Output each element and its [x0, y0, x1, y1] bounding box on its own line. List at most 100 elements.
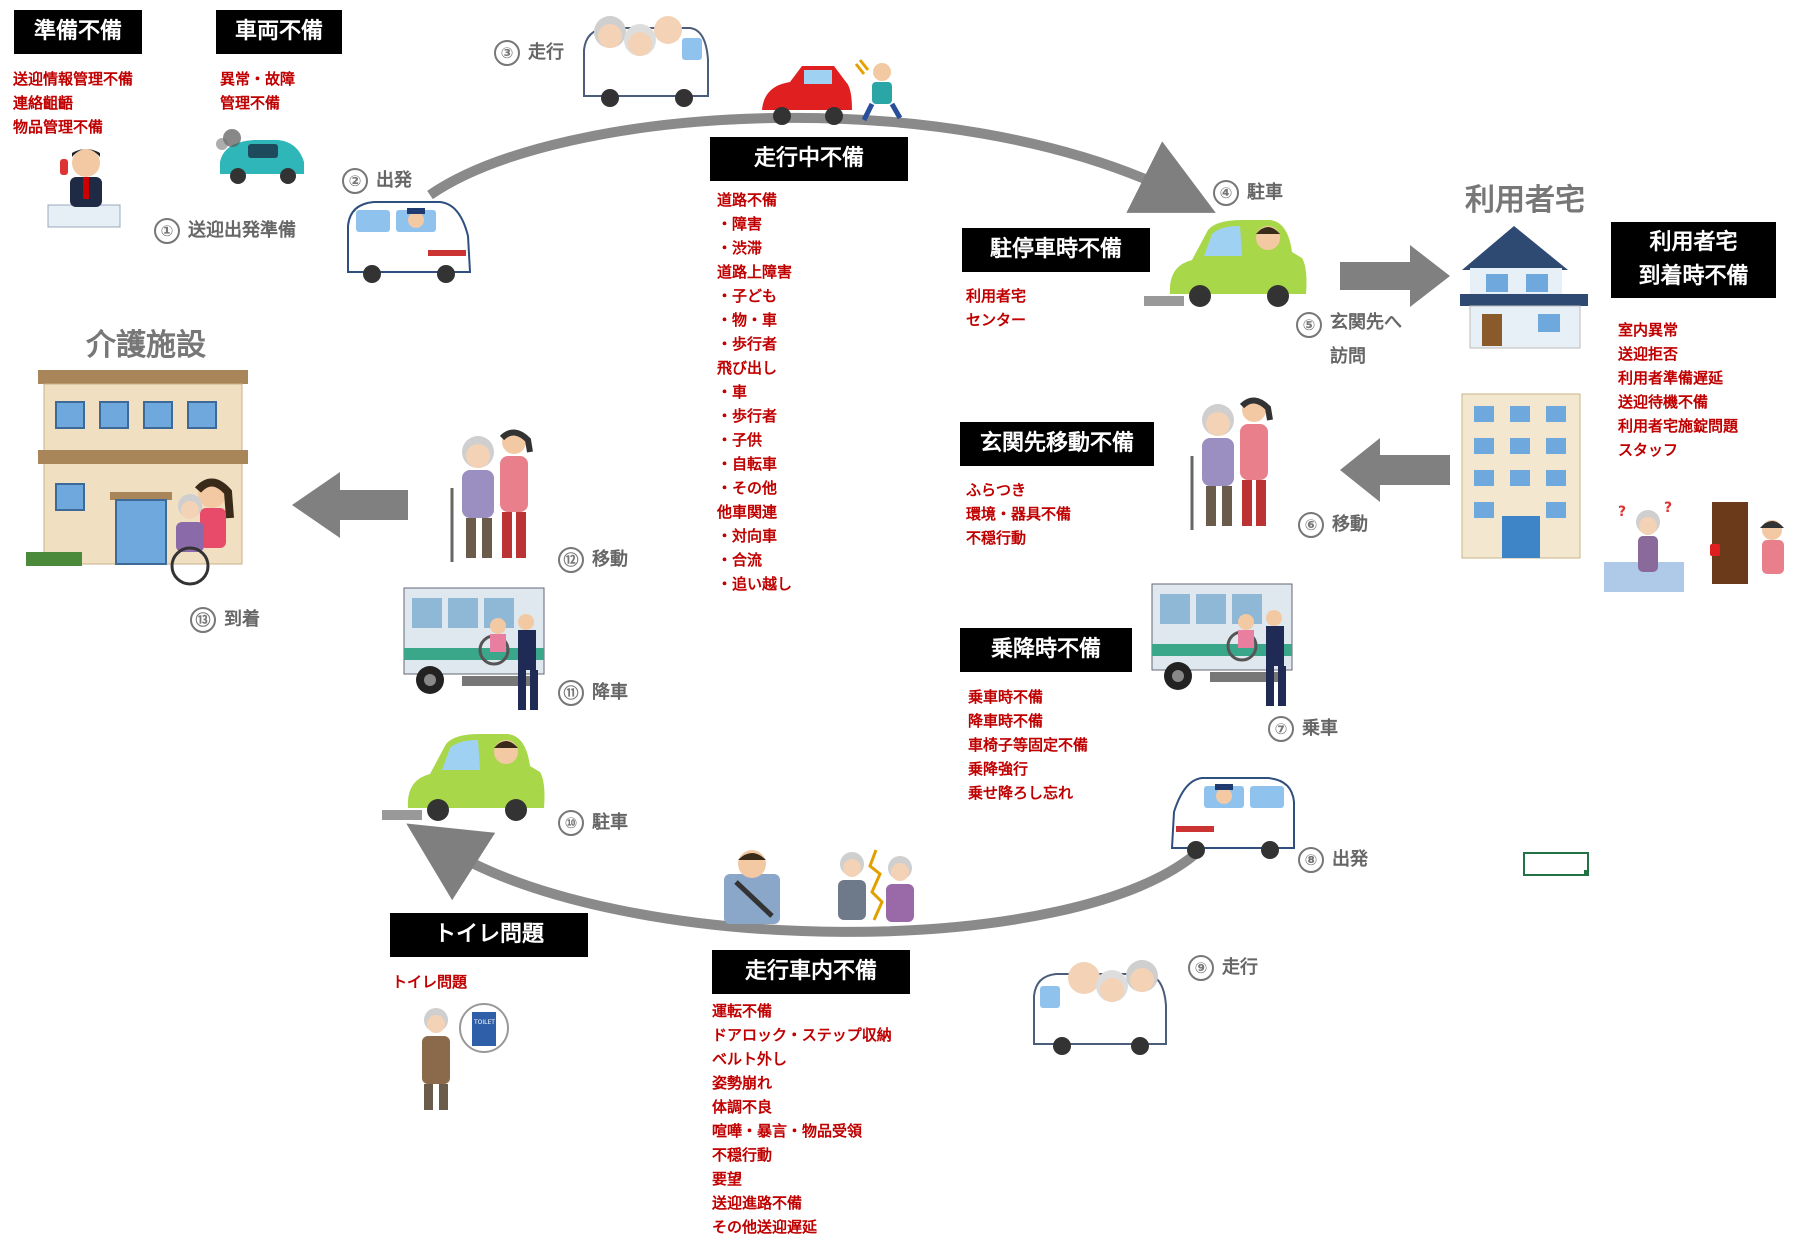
home-label: 利用者宅	[1465, 183, 1585, 218]
seatbelt-child-icon	[724, 850, 780, 924]
red-car-child-icon	[762, 59, 903, 125]
vehicle-title: 車両不備	[216, 10, 342, 54]
boarding-list: 乗車時不備降車時不備車椅子等固定不備乗降強行乗せ降ろし忘れ	[968, 685, 1088, 805]
driving-item: ・車	[717, 383, 748, 401]
boarding-item: 乗車時不備	[968, 688, 1044, 706]
preparation-item: 連絡齟齬	[13, 94, 74, 112]
locked-door-icon	[1710, 502, 1784, 584]
home-arrival-title: 利用者宅 到着時不備	[1611, 222, 1776, 298]
preparation-title: 準備不備	[14, 10, 142, 54]
elderly-helper-icon	[1190, 397, 1273, 530]
vehicle-item: 異常・故障	[220, 70, 296, 88]
in-vehicle-item: ベルト外し	[712, 1050, 788, 1068]
driving-item: ・対向車	[717, 527, 778, 545]
green-car-icon-2	[382, 734, 545, 821]
driving-item: ・合流	[717, 551, 763, 569]
cell-selection-box[interactable]	[1523, 852, 1589, 876]
arrow-from-home	[1340, 438, 1450, 502]
driving-item: ・渋滞	[717, 239, 763, 257]
boarding-item: 乗降強行	[968, 760, 1029, 778]
preparation-list: 送迎情報管理不備連絡齟齬物品管理不備	[13, 67, 133, 139]
home-arrival-item: 室内異常	[1618, 321, 1679, 339]
boarding-item: 降車時不備	[968, 712, 1044, 730]
elderly-confused-icon: ? ?	[1604, 500, 1684, 592]
entrance-list: ふらつき環境・器具不備不穏行動	[966, 478, 1071, 550]
upper-arc-arrow	[427, 112, 1216, 213]
parking-list: 利用者宅センター	[966, 284, 1026, 332]
boarding-item: 車椅子等固定不備	[968, 736, 1089, 754]
entrance-title: 玄関先移動不備	[960, 422, 1154, 466]
arrow-to-facility	[292, 472, 408, 538]
arguing-elderly-icon	[838, 849, 914, 922]
entrance-item: ふらつき	[966, 481, 1027, 499]
driving-item: ・その他	[717, 479, 778, 497]
facility-building-icon	[26, 370, 248, 586]
elderly-helper-icon-2	[450, 429, 533, 562]
in-vehicle-item: その他送迎遅延	[712, 1218, 818, 1236]
staff-phone-icon	[47, 149, 121, 228]
elderly-toilet-icon: TOILET	[422, 1003, 509, 1110]
selection-fill-handle[interactable]	[1584, 870, 1589, 875]
entrance-item: 環境・器具不備	[966, 505, 1072, 523]
home-arrival-list: 室内異常送迎拒否利用者準備遅延送迎待機不備利用者宅施錠問題スタッフ	[1618, 318, 1738, 462]
driving-item: ・歩行者	[717, 335, 778, 353]
boarding-title: 乗降時不備	[960, 628, 1132, 672]
toilet-title: トイレ問題	[390, 913, 588, 957]
home-arrival-item: 利用者準備遅延	[1618, 369, 1724, 387]
toilet-list: トイレ問題	[392, 970, 467, 994]
driving-item: 他車関連	[717, 503, 778, 521]
in-vehicle-item: 不穏行動	[712, 1146, 773, 1164]
van-elderly-icon	[583, 16, 709, 107]
in-vehicle-item: 喧嘩・暴言・物品受領	[712, 1122, 863, 1140]
driving-item: ・子供	[717, 431, 763, 449]
van-driver-icon	[347, 201, 472, 283]
bus-wheelchair-icon-2	[403, 587, 545, 710]
in-vehicle-list: 運転不備ドアロック・ステップ収納ベルト外し姿勢崩れ体調不良喧嘩・暴言・物品受領不…	[712, 999, 892, 1239]
driving-item: ・子ども	[717, 287, 778, 305]
home-arrival-item: 利用者宅施錠問題	[1618, 417, 1739, 435]
house-icon	[1460, 226, 1588, 349]
vehicle-list: 異常・故障管理不備	[220, 67, 295, 115]
driving-item: 道路上障害	[717, 263, 793, 281]
in-vehicle-item: 要望	[712, 1170, 743, 1188]
in-vehicle-item: 運転不備	[712, 1002, 773, 1020]
driving-item: ・自転車	[717, 455, 778, 473]
broken-car-icon	[216, 129, 304, 184]
driving-title: 走行中不備	[710, 137, 908, 181]
in-vehicle-item: 送迎進路不備	[712, 1194, 803, 1212]
driving-item: 道路不備	[717, 191, 778, 209]
driving-item: ・歩行者	[717, 407, 778, 425]
toilet-sign-text: TOILET	[473, 1019, 495, 1026]
driving-list: 道路不備・障害・渋滞道路上障害・子ども・物・車・歩行者飛び出し・車・歩行者・子供…	[717, 188, 792, 596]
boarding-item: 乗せ降ろし忘れ	[968, 784, 1074, 802]
svg-text:?: ?	[1664, 500, 1672, 516]
parking-item: 利用者宅	[966, 287, 1027, 305]
driving-item: ・物・車	[717, 311, 778, 329]
in-vehicle-item: 姿勢崩れ	[712, 1074, 773, 1092]
preparation-item: 送迎情報管理不備	[13, 70, 134, 88]
van-elderly-icon-2	[1033, 960, 1167, 1055]
facility-label: 介護施設	[86, 328, 206, 363]
green-car-icon	[1144, 220, 1307, 307]
in-vehicle-item: 体調不良	[712, 1098, 773, 1116]
driving-item: ・障害	[717, 215, 763, 233]
bus-wheelchair-icon	[1151, 583, 1293, 706]
toilet-item: トイレ問題	[392, 973, 468, 991]
parking-item: センター	[966, 311, 1027, 329]
driving-item: 飛び出し	[717, 359, 778, 377]
apartment-icon	[1461, 393, 1581, 559]
entrance-item: 不穏行動	[966, 529, 1027, 547]
parking-title: 駐停車時不備	[962, 228, 1150, 272]
lower-arc-arrow	[406, 823, 1204, 937]
